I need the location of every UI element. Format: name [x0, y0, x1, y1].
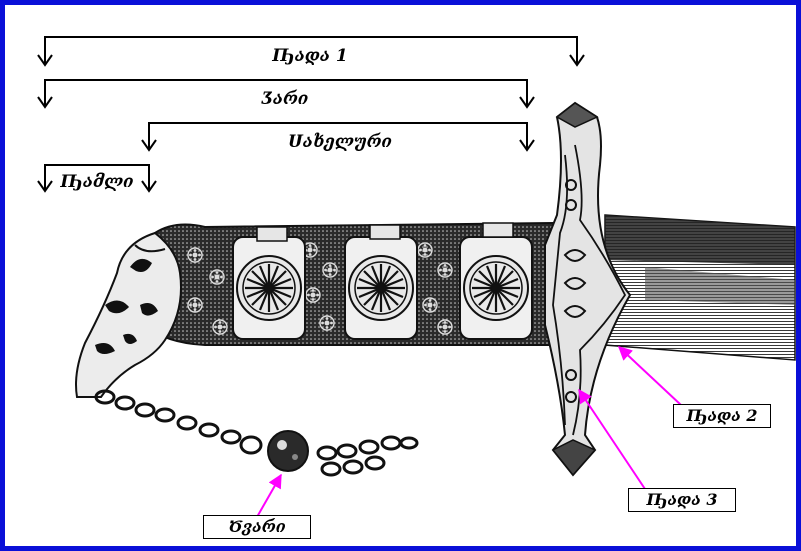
- label-dim-third: Սახელური: [288, 132, 392, 152]
- callout-label-3: Ҧადა 3: [628, 488, 736, 512]
- blade: [605, 215, 795, 360]
- label-dim-second: Ӡარი: [261, 89, 309, 109]
- label-dim-short: Ҧამლი: [59, 172, 133, 192]
- crossguard: [545, 103, 630, 475]
- label-dim-top: Ҧადა 1: [271, 46, 348, 66]
- sword-diagram: Ҧადა 1 Ӡარი Սახელური Ҧამლი: [5, 5, 801, 551]
- chain: [96, 391, 417, 475]
- callout-arrow-chain: [257, 475, 281, 517]
- callout-arrows: [257, 347, 681, 517]
- callout-label-chain: Ծვარი: [203, 515, 311, 539]
- chain-ball: [268, 431, 308, 471]
- callout-arrow-2: [619, 347, 681, 405]
- grip-body: [145, 223, 565, 345]
- callout-label-2: Ҧადა 2: [673, 404, 771, 428]
- pommel: [76, 233, 181, 397]
